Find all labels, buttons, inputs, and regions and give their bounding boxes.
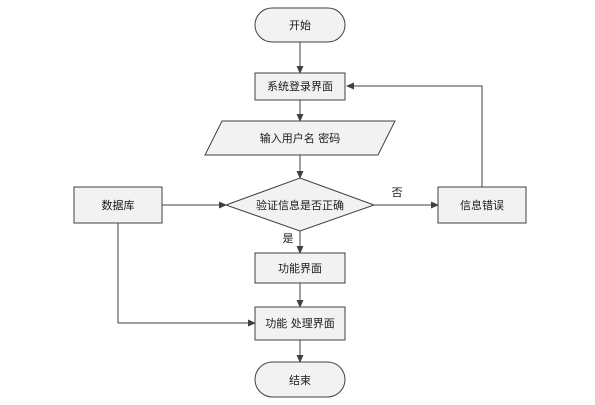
function-box bbox=[254, 252, 346, 284]
edge-database-to-process bbox=[117, 223, 256, 327]
function-label: 功能界面 bbox=[278, 261, 322, 275]
process-label: 功能 处理界面 bbox=[265, 316, 335, 330]
login-process-box bbox=[254, 72, 346, 101]
input-parallelogram bbox=[204, 120, 396, 156]
process-box bbox=[254, 306, 346, 341]
edge-error-to-login bbox=[346, 82, 483, 187]
error-box bbox=[437, 186, 527, 224]
login-label: 系统登录界面 bbox=[267, 79, 333, 93]
end-terminator bbox=[254, 361, 346, 398]
start-terminator bbox=[254, 7, 346, 43]
edge-label-no: 否 bbox=[392, 186, 403, 199]
edge-label-yes: 是 bbox=[283, 232, 294, 245]
start-label: 开始 bbox=[289, 18, 311, 32]
verify-decision bbox=[224, 177, 376, 232]
input-label: 输入用户名 密码 bbox=[260, 131, 341, 145]
database-box bbox=[73, 186, 163, 224]
database-label: 数据库 bbox=[102, 198, 135, 212]
verify-label: 验证信息是否正确 bbox=[256, 198, 344, 212]
end-label: 结束 bbox=[289, 374, 311, 387]
connectors bbox=[117, 42, 483, 363]
error-label: 信息错误 bbox=[460, 198, 504, 212]
